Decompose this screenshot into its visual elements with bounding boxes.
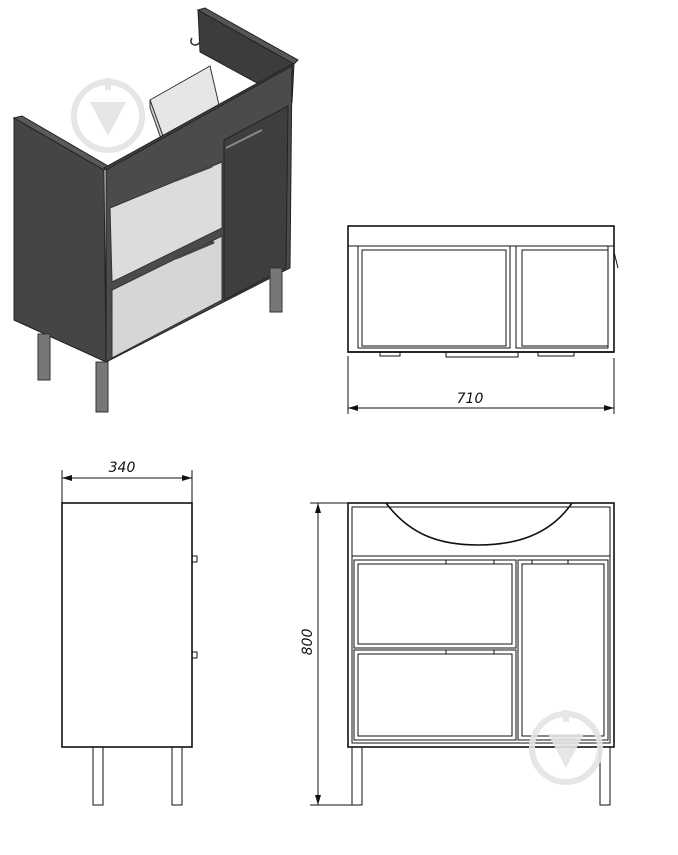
- isometric-cabinet-view: [12, 7, 299, 413]
- side-leg-right: [171, 746, 183, 806]
- side-leg-left: [92, 746, 104, 806]
- top-view: 710: [347, 225, 619, 414]
- leg-back-left: [37, 333, 51, 381]
- door-panel: [223, 105, 289, 301]
- leg-front-right: [269, 267, 283, 313]
- sink-cutout: [385, 502, 573, 546]
- side-view: 340: [61, 460, 198, 806]
- front-upper-drawer: [353, 559, 517, 649]
- width-dimension-label: 710: [457, 391, 484, 407]
- left-side-panel: [13, 117, 107, 363]
- leg-front-left: [95, 361, 109, 413]
- height-dimension-label: 800: [300, 629, 316, 656]
- depth-dimension-label: 340: [109, 460, 136, 476]
- front-view: 800: [300, 502, 615, 806]
- front-leg-right: [599, 746, 611, 806]
- brand-drop-logo-icon: [529, 710, 603, 785]
- front-leg-left: [351, 746, 363, 806]
- front-lower-drawer: [353, 649, 517, 741]
- brand-drop-logo-icon: [71, 78, 145, 153]
